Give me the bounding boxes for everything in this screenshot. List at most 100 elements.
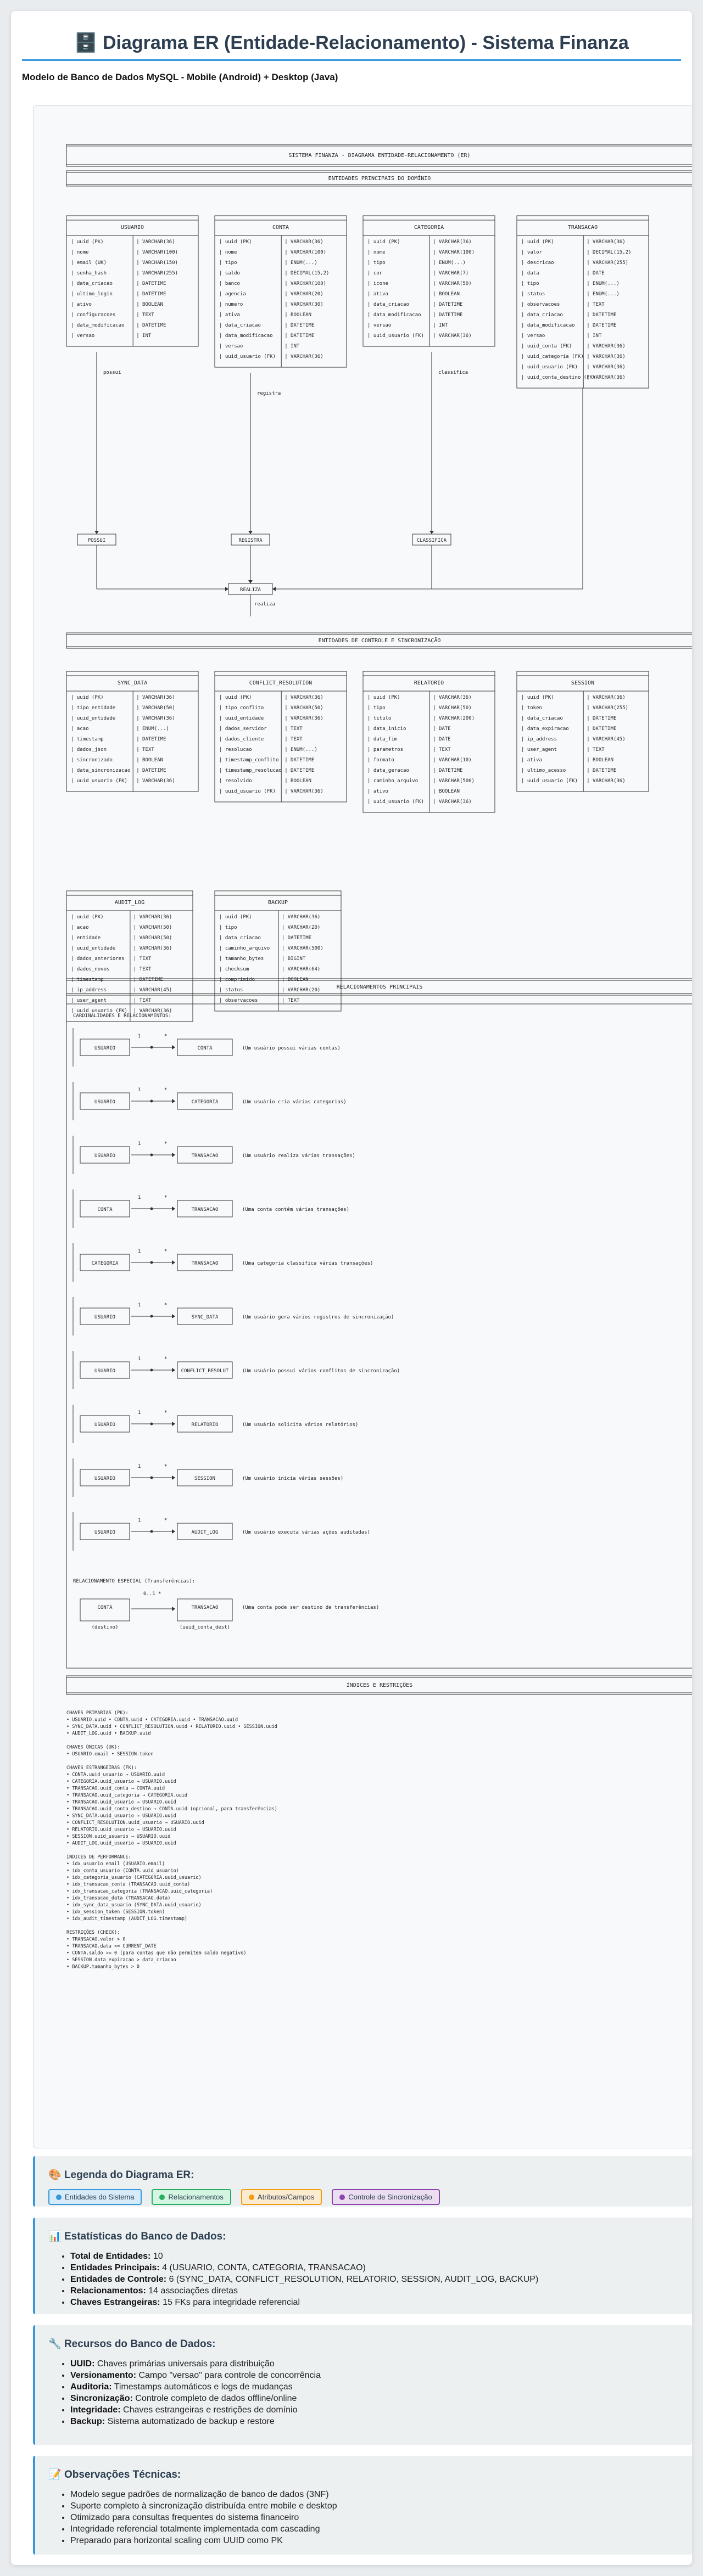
list-item-key: Total de Entidades: [70, 2252, 151, 2261]
entity-sync-data-field-type: | BOOLEAN [136, 757, 163, 763]
entity-transacao-field-name: | valor [521, 250, 543, 255]
rel-description: (Um usuário cria várias categorias) [242, 1099, 347, 1105]
entity-transacao-field-type: | VARCHAR(36) [587, 344, 625, 349]
entity-backup-field-name: | checksum [219, 967, 249, 972]
realiza-arrow-icon [225, 587, 228, 591]
entity-relatorio-field-name: | uuid (PK) [367, 695, 400, 700]
rel-card-many: * [164, 1141, 167, 1147]
action-box-label: POSSUI [88, 538, 106, 543]
rel-arrow-icon [172, 1099, 175, 1103]
list-item-value: Chaves estrangeiras e restrições de domí… [120, 2405, 298, 2415]
entity-categoria-field-type: | DATETIME [433, 312, 462, 318]
entity-usuario-field-type: | DATETIME [136, 323, 166, 328]
section-control-banner-label: ENTIDADES DE CONTROLE E SINCRONIZAÇÃO [319, 637, 441, 644]
list-item: Entidades Principais: 4 (USUARIO, CONTA,… [70, 2262, 679, 2274]
rel-arrow-icon [172, 1368, 175, 1372]
entity-categoria-title: CATEGORIA [414, 225, 444, 231]
rel-right-label: SESSION [194, 1476, 215, 1481]
entity-sync-data-field-type: | VARCHAR(36) [136, 778, 175, 784]
action-arrow-icon [248, 531, 253, 534]
rel-card-many: * [164, 1303, 167, 1308]
index-line: ÍNDICES DE PERFORMANCE: [66, 1854, 131, 1860]
entity-transacao-field-name: | tipo [521, 281, 539, 287]
note-item: Otimizado para consultas frequentes do s… [70, 2512, 679, 2523]
memo-icon: 📝 [48, 2469, 62, 2480]
action-arrow-icon [429, 531, 434, 534]
special-left-entity [80, 1598, 130, 1621]
entity-session-field-name: | token [521, 705, 542, 711]
entity-usuario-field-type: | VARCHAR(36) [136, 239, 175, 245]
entity-audit-log-field-type: | TEXT [133, 967, 152, 972]
entity-usuario-field-type: | INT [136, 333, 152, 339]
rel-left-entity [80, 1254, 130, 1271]
entity-conta-field-name: | ativa [219, 312, 240, 318]
resources-panel: 🔧 Recursos do Banco de Dados: UUID: Chav… [33, 2325, 692, 2445]
index-line: • idx_sync_data_usuario (SYNC_DATA.uuid_… [66, 1902, 202, 1908]
note-item: Integridade referencial totalmente imple… [70, 2523, 679, 2535]
rel-right-entity [177, 1523, 233, 1540]
legend-dot-icon [339, 2194, 345, 2200]
entity-usuario-field-type: | VARCHAR(100) [136, 250, 178, 255]
title-banner-label: SISTEMA FINANZA - DIAGRAMA ENTIDADE-RELA… [288, 153, 470, 159]
wrench-icon: 🔧 [48, 2338, 62, 2350]
entity-relatorio-field-type: | VARCHAR(36) [433, 799, 471, 805]
rel-card-many: * [164, 1518, 167, 1523]
rel-description: (Um usuário gera vários registros de sin… [242, 1315, 394, 1320]
entity-relatorio-field-type: | VARCHAR(200) [433, 716, 475, 721]
entity-conta-field-type: | INT [284, 344, 300, 349]
entity-backup-field-type: | VARCHAR(64) [282, 967, 320, 972]
entity-relatorio-field-type: | VARCHAR(50) [433, 705, 471, 711]
entity-conta-field-type: | VARCHAR(20) [284, 291, 323, 297]
resources-title: 🔧 Recursos do Banco de Dados: [48, 2338, 216, 2350]
entity-relatorio-field-type: | VARCHAR(36) [433, 695, 471, 700]
list-item-value: Sistema automatizado de backup e restore [105, 2417, 275, 2426]
rel-card-many: * [164, 1410, 167, 1416]
list-item: Relacionamentos: 14 associações diretas [70, 2285, 679, 2297]
rel-card-one: 1 [138, 1087, 141, 1093]
entity-categoria-field-name: | uuid_usuario (FK) [367, 333, 424, 339]
entity-usuario-field-name: | configuracoes [71, 312, 115, 318]
entity-usuario-field-name: | email (UK) [71, 260, 107, 266]
rel-description: (Um usuário solicita vários relatórios) [242, 1422, 358, 1428]
rel-right-label: TRANSACAO [192, 1153, 219, 1159]
relation-verb: classifica [438, 370, 468, 375]
entity-usuario-field-type: | TEXT [136, 312, 154, 318]
notes-list: Modelo segue padrões de normalização de … [48, 2489, 679, 2546]
entity-transacao-field-name: | data_criacao [521, 312, 563, 318]
entity-conflict-resolution-field-name: | dados_cliente [219, 737, 264, 742]
rel-left-entity [80, 1469, 130, 1486]
entity-usuario-field-name: | versao [71, 333, 94, 339]
rel-right-entity [177, 1039, 233, 1056]
entity-audit-log-field-name: | uuid_usuario (FK) [71, 1008, 127, 1014]
entity-audit-log-field-type: | VARCHAR(50) [133, 925, 172, 930]
legend-item: Controle de Sincronização [332, 2189, 440, 2205]
rel-right-label: CONFLICT_RESOLUT [181, 1368, 229, 1374]
entity-relatorio-field-name: | data_fim [367, 737, 397, 742]
entity-audit-log-field-type: | TEXT [133, 998, 152, 1003]
entity-transacao-field-name: | data_modificacao [521, 323, 575, 328]
entity-backup-field-type: | VARCHAR(500) [282, 946, 323, 951]
entity-conta-field-type: | VARCHAR(36) [284, 239, 323, 245]
index-line: • CONTA.uuid_usuario → USUARIO.uuid [66, 1772, 165, 1778]
rel-arrow-icon [172, 1260, 175, 1265]
entity-session-field-type: | TEXT [587, 747, 605, 753]
rel-left-label: USUARIO [94, 1153, 115, 1159]
rel-description: (Um usuário possui vários conflitos de s… [242, 1368, 400, 1374]
entity-audit-log-field-type: | VARCHAR(36) [133, 914, 172, 920]
entity-conta-field-name: | nome [219, 250, 237, 255]
index-line: CHAVES ÚNICAS (UK): [66, 1744, 120, 1750]
page-title-text: Diagrama ER (Entidade-Relacionamento) - … [102, 32, 629, 53]
index-line: • BACKUP.tamanho_bytes > 0 [66, 1965, 140, 1970]
rel-card-one: 1 [138, 1249, 141, 1254]
rel-right-label: TRANSACAO [192, 1261, 219, 1266]
rel-left-entity [80, 1361, 130, 1379]
list-item: Total de Entidades: 10 [70, 2251, 679, 2262]
entity-conta-field-name: | data_modificacao [219, 333, 273, 339]
entity-relatorio-field-name: | uuid_usuario (FK) [367, 799, 424, 805]
rel-left-label: USUARIO [94, 1368, 115, 1374]
rel-card-one: 1 [138, 1464, 141, 1469]
entity-usuario-field-type: | DATETIME [136, 281, 166, 287]
index-line: • idx_transacao_data (TRANSACAO.data) [66, 1896, 170, 1901]
entity-conflict-resolution-field-type: | DATETIME [284, 757, 314, 763]
entity-relatorio-field-name: | ativo [367, 789, 388, 794]
